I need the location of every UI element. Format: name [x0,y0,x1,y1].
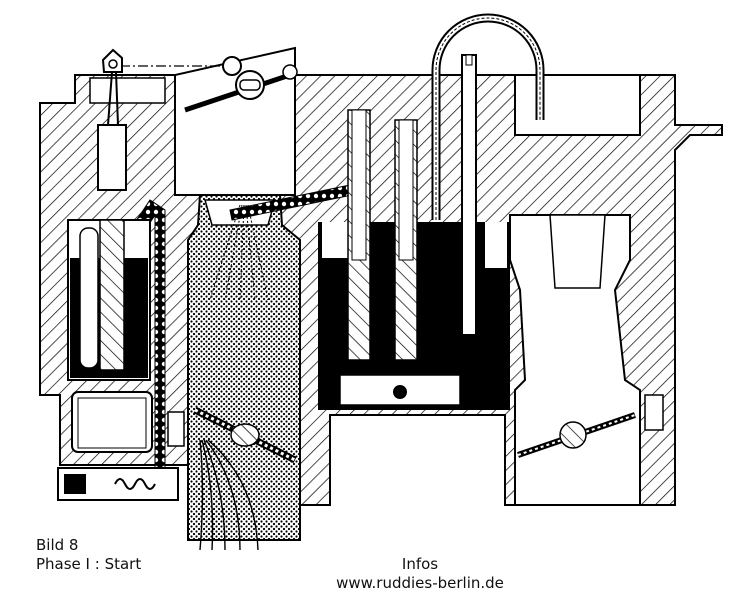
float-bowl-icon [67,124,151,381]
spray-nozzle-icon [199,439,259,551]
figure-label: Bild 8 [36,536,79,554]
air-tube [431,13,545,336]
starter-valve [57,391,185,501]
figure-phase: Phase I : Start [36,555,142,573]
choke-spray [209,204,269,301]
website-link[interactable]: www.ruddies-berlin.de [336,574,504,592]
secondary-barrel [509,214,664,506]
figure-caption: Bild 8 Phase I : Start [36,536,141,574]
throttle-valve-icon [193,406,297,464]
choke-lever-icon [101,48,298,126]
infos-label: Infos [401,555,439,573]
footer-info: Infos www.ruddies-berlin.de [300,555,540,593]
